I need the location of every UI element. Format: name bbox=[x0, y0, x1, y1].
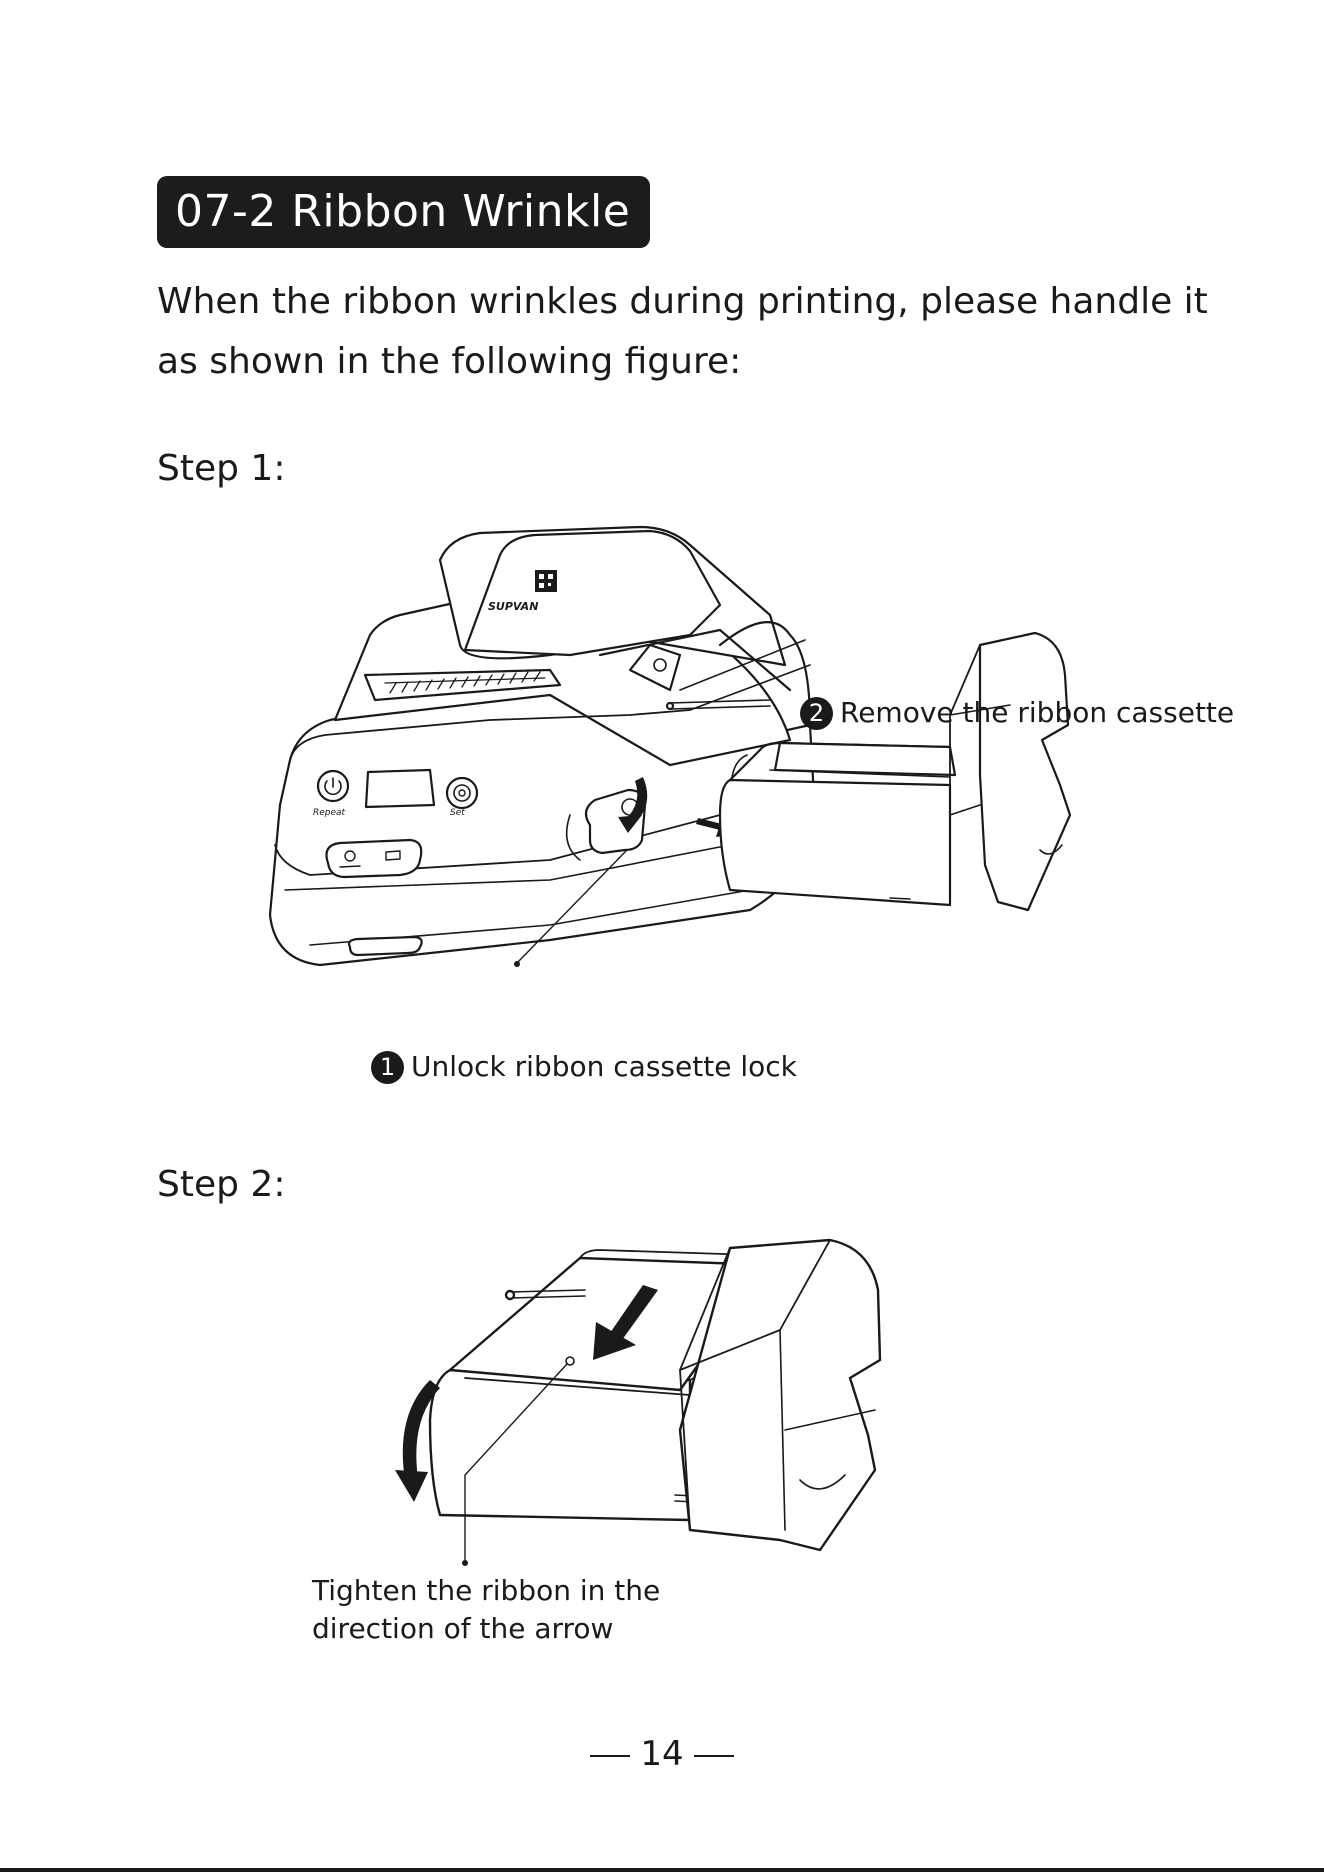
callout-text: Remove the ribbon cassette bbox=[840, 696, 1234, 730]
step-number-badge: 1 bbox=[371, 1051, 404, 1084]
section-title: 07-2 Ribbon Wrinkle bbox=[157, 176, 650, 248]
step-2-caption: Tighten the ribbon in the direction of t… bbox=[312, 1572, 732, 1648]
step-1-figure: Repeat Set bbox=[250, 515, 1080, 985]
callout-unlock-lock: 1 Unlock ribbon cassette lock bbox=[371, 1050, 797, 1084]
set-button-label: Set bbox=[450, 808, 465, 818]
ribbon-cassette-illustration bbox=[430, 1240, 880, 1550]
gear-icon bbox=[447, 778, 477, 808]
repeat-button-label: Repeat bbox=[313, 808, 346, 818]
page-number-value: 14 bbox=[640, 1734, 683, 1774]
dash-right bbox=[694, 1755, 734, 1757]
power-icon bbox=[318, 771, 348, 801]
callout-remove-cassette: 2 Remove the ribbon cassette bbox=[800, 696, 1234, 730]
page-number: 14 bbox=[0, 1732, 1324, 1776]
step-number-badge: 2 bbox=[800, 697, 833, 730]
intro-text: When the ribbon wrinkles during printing… bbox=[157, 272, 1217, 392]
step-2-label: Step 2: bbox=[157, 1163, 285, 1207]
qr-code-icon bbox=[535, 570, 557, 592]
bottom-rule bbox=[0, 1868, 1324, 1872]
printer-illustration: Repeat Set bbox=[270, 527, 815, 965]
step-2-figure bbox=[390, 1230, 950, 1570]
printer-brand: SUPVAN bbox=[488, 600, 538, 613]
usb-icon bbox=[327, 840, 422, 877]
dash-left bbox=[590, 1755, 630, 1757]
step-1-label: Step 1: bbox=[157, 447, 285, 491]
callout-text: Unlock ribbon cassette lock bbox=[411, 1050, 797, 1084]
